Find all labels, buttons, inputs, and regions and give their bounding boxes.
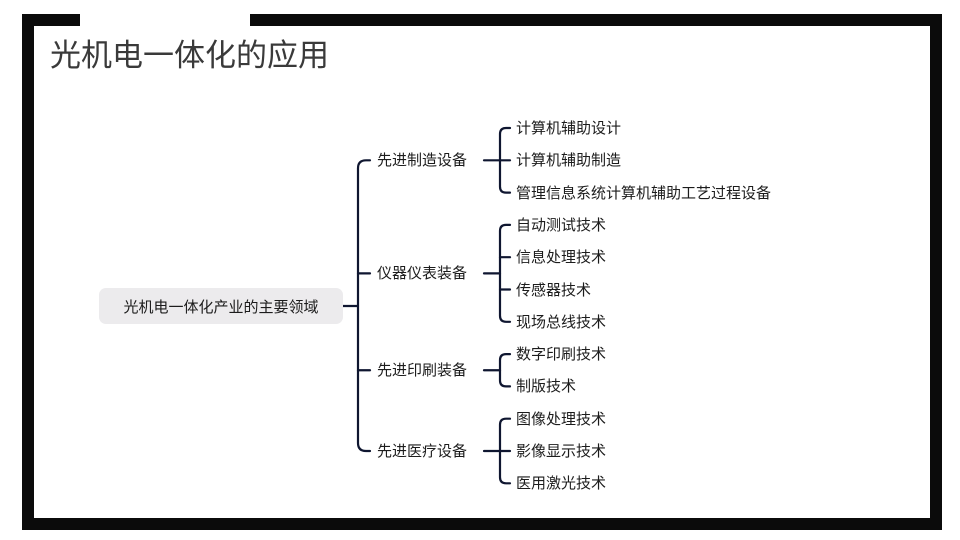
frame-bottom-bar	[22, 518, 942, 530]
slide-title: 光机电一体化的应用	[50, 38, 329, 74]
leaf-node-2-1: 自动测试技术	[516, 215, 607, 234]
branch-node-4: 先进医疗设备	[377, 442, 468, 460]
branch-node-1: 先进制造设备	[377, 151, 468, 170]
frame-top-left-bar	[22, 14, 80, 26]
branch-node-2: 仪器仪表装备	[377, 264, 468, 283]
root-branches-bracket	[356, 159, 372, 453]
root-node-label: 光机电一体化产业的主要领域	[123, 297, 319, 316]
leaf-node-4-3: 医用激光技术	[516, 474, 607, 493]
leaf-node-1-1: 计算机辅助设计	[516, 119, 622, 137]
mindmap-root-node: 光机电一体化产业的主要领域	[99, 288, 343, 324]
branch-node-3: 先进印刷装备	[377, 361, 468, 380]
leaf-node-1-2: 计算机辅助制造	[516, 151, 622, 170]
leaf-node-2-3: 传感器技术	[516, 280, 592, 299]
frame-left-bar	[22, 14, 34, 530]
leaf-node-2-2: 信息处理技术	[516, 248, 607, 267]
leaf-node-1-3: 管理信息系统计算机辅助工艺过程设备	[516, 183, 772, 202]
leaf-node-4-2: 影像显示技术	[516, 442, 607, 460]
frame-right-bar	[930, 14, 942, 530]
branch-3-leaves-bracket	[498, 353, 512, 388]
leaf-node-2-4: 现场总线技术	[516, 312, 607, 331]
leaf-node-3-1: 数字印刷技术	[516, 345, 607, 364]
leaf-node-4-1: 图像处理技术	[516, 409, 607, 428]
leaf-node-3-2: 制版技术	[516, 377, 577, 396]
frame-top-right-bar	[250, 14, 942, 26]
branch-2-leaves-bracket	[498, 223, 512, 323]
